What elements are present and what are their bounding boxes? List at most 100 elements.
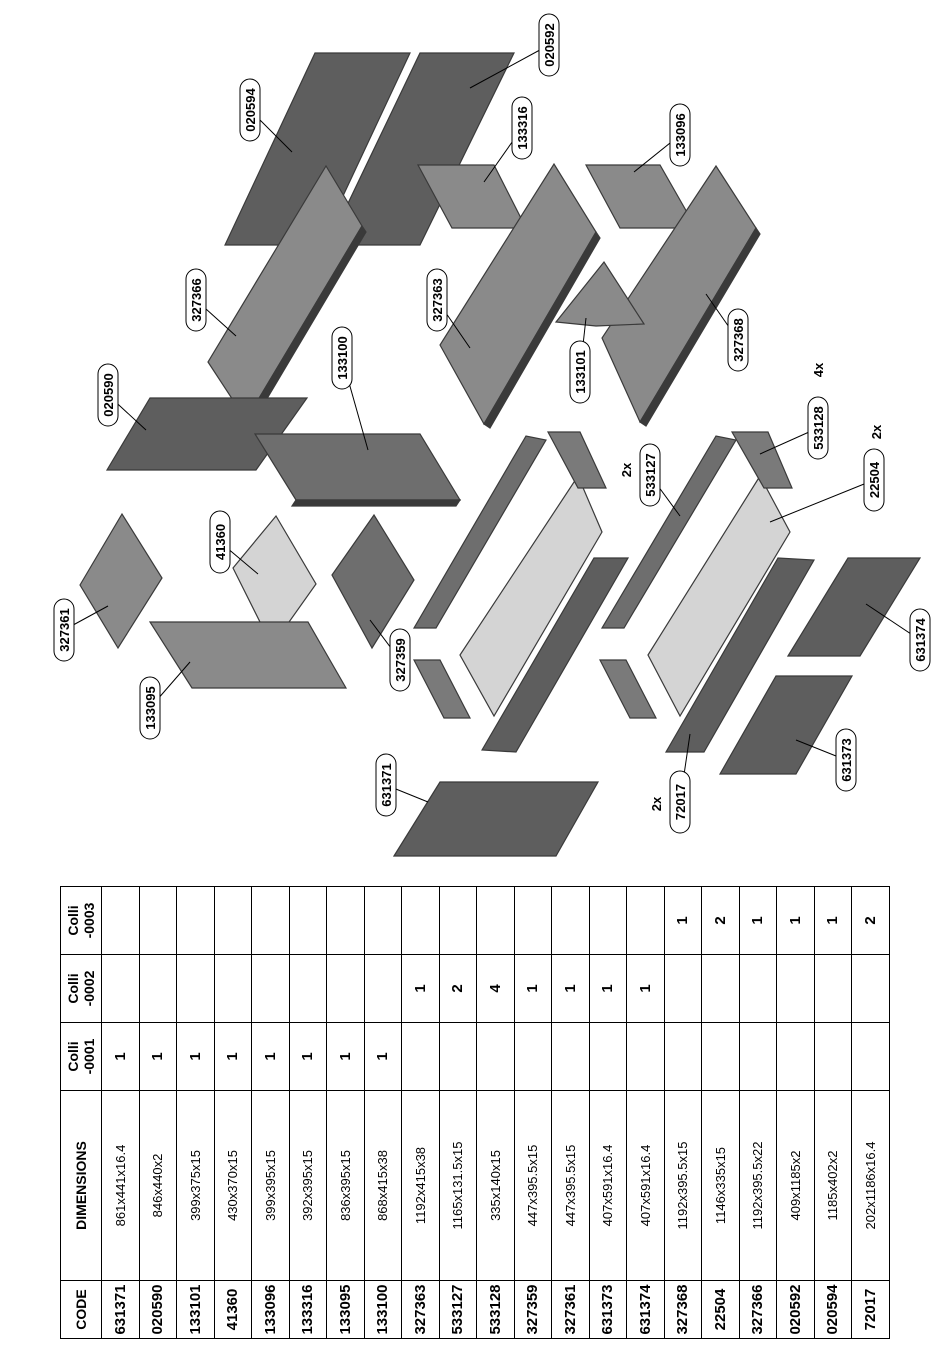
cell-code: 327359 [514,1280,552,1339]
cell-code: 020594 [814,1280,852,1339]
cell-code: 327368 [664,1280,702,1339]
header-colli-0001: Colli-0001 [60,1022,102,1091]
cell-qty-c1 [851,1022,889,1091]
callout-327366: 327366 [185,268,207,332]
cell-dimensions: 868x415x38 [364,1090,402,1281]
cell-qty-c3: 1 [664,886,702,955]
cell-dimensions: 447x395.5x15 [514,1090,552,1281]
cell-qty-c2 [251,954,289,1023]
cell-dimensions: 407x591x16.4 [589,1090,627,1281]
callout-41360: 41360 [209,510,231,574]
callout-020590: 020590 [97,363,119,427]
callout-code: 020592 [542,23,557,66]
cell-qty-c2: 2 [439,954,477,1023]
callout-133100: 133100 [331,326,353,390]
cell-qty-c1: 1 [176,1022,214,1091]
callout-631373: 631373 [835,728,857,792]
cell-code: 631373 [589,1280,627,1339]
cell-code: 533127 [439,1280,477,1339]
cell-dimensions: 1192x395.5x22 [739,1090,777,1281]
cell-qty-c1 [514,1022,552,1091]
cell-dimensions: 1146x335x15 [701,1090,739,1281]
callout-code: 327361 [57,608,72,651]
callout-pill [185,268,207,332]
cell-qty-c1 [664,1022,702,1091]
panel-41360 [232,514,317,648]
cell-dimensions: 430x370x15 [214,1090,252,1281]
cell-code: 133095 [326,1280,364,1339]
callout-533128: 533128 [807,396,829,460]
cell-qty-c2: 1 [514,954,552,1023]
header-colli-0003: Colli-0003 [60,886,102,955]
cell-qty-c1 [739,1022,777,1091]
cell-code: 41360 [214,1280,252,1339]
callout-327363: 327363 [426,268,448,332]
cell-qty-c1 [814,1022,852,1091]
panel-020592 [327,52,515,246]
cell-dimensions: 407x591x16.4 [626,1090,664,1281]
callout-pill [331,326,353,390]
cell-code: 327361 [551,1280,589,1339]
cell-qty-c3 [289,886,327,955]
table-header-row: CODE DIMENSIONS Colli-0001 Colli-0002 Co… [60,886,102,1339]
callout-133316: 133316 [511,96,533,160]
callout-pill [511,96,533,160]
callout-code: 133100 [335,336,350,379]
callout-pill [239,78,261,142]
panel-left-endcap-top [546,431,607,489]
cell-dimensions: 1192x395.5x15 [664,1090,702,1281]
cell-qty-c2 [214,954,252,1023]
header-colli-0002: Colli-0002 [60,954,102,1023]
cell-qty-c2 [776,954,814,1023]
cell-qty-c3 [139,886,177,955]
cell-qty-c2 [739,954,777,1023]
cell-code: 133101 [176,1280,214,1339]
cell-qty-c2 [701,954,739,1023]
callout-pill [569,340,591,404]
cell-qty-c2 [664,954,702,1023]
parts-table-container: CODE DIMENSIONS Colli-0001 Colli-0002 Co… [60,886,889,1339]
cell-qty-c3 [551,886,589,955]
header-dimensions: DIMENSIONS [60,1090,102,1281]
cell-dimensions: 399x395x15 [251,1090,289,1281]
cell-qty-c1 [476,1022,514,1091]
cell-qty-c2: 1 [551,954,589,1023]
cell-qty-c1 [551,1022,589,1091]
cell-dimensions: 836x395x15 [326,1090,364,1281]
callout-pill [669,103,691,167]
cell-code: 133100 [364,1280,402,1339]
cell-qty-c1 [626,1022,664,1091]
cell-code: 22504 [701,1280,739,1339]
panel-327359 [331,513,415,650]
callout-code: 631371 [379,763,394,806]
cell-qty-c3 [176,886,214,955]
cell-qty-c3 [514,886,552,955]
cell-dimensions: 861x441x16.4 [101,1090,139,1281]
header-code: CODE [60,1280,102,1339]
callout-133101: 133101 [569,340,591,404]
callout-code: 133101 [573,350,588,393]
callout-pill [538,13,560,77]
cell-qty-c3 [439,886,477,955]
cell-qty-c3: 2 [701,886,739,955]
cell-qty-c2 [176,954,214,1023]
cell-code: 020590 [139,1280,177,1339]
cell-code: 133096 [251,1280,289,1339]
cell-qty-c2 [289,954,327,1023]
cell-qty-c2: 1 [626,954,664,1023]
panel-133096 [584,164,698,229]
cell-code: 020592 [776,1280,814,1339]
panel-631371 [392,781,600,857]
